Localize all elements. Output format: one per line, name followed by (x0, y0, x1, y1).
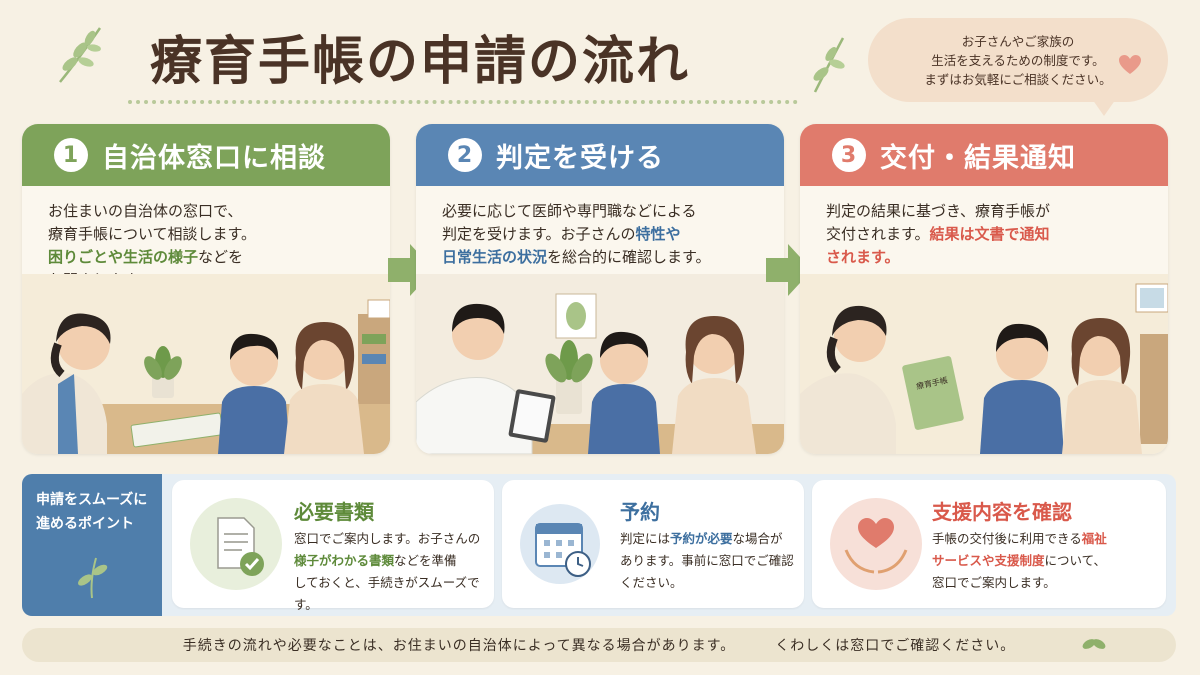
leaf-decoration-icon (813, 37, 845, 93)
text-line: 必要に応じて医師や専門職などによる (442, 202, 697, 220)
text-line: あります。事前に窓口でご確認 (620, 553, 794, 568)
highlight-text: されます。 (826, 248, 900, 266)
highlight-text: 予約が必要 (670, 531, 733, 546)
assessment-illustration (416, 274, 784, 454)
step-card-2: 2 判定を受ける 必要に応じて医師や専門職などによる 判定を受けます。お子さんの… (416, 124, 784, 454)
bubble-line: お子さんやご家族の (961, 33, 1075, 49)
text-line: 申請をスムーズに (36, 492, 148, 508)
step-description: 判定の結果に基づき、療育手帳が 交付されます。結果は文書で通知 されます。 (826, 200, 1152, 269)
text-line: 手帳の交付後に利用できる福祉 (932, 528, 1107, 550)
text-line: 様子がわかる書類などを準備 (294, 550, 494, 572)
highlight-text: 日常生活の状況 (442, 248, 548, 266)
text-fragment: な場合が (732, 531, 783, 546)
handover-illustration: 療育手帳 (800, 274, 1168, 454)
text-fragment: 判定には (620, 531, 671, 546)
text-line: されます。 (826, 246, 1152, 269)
text-fragment: について、 (1044, 553, 1107, 568)
info-bubble: お子さんやご家族の 生活を支えるための制度です。 まずはお気軽にご相談ください。 (868, 18, 1168, 102)
text-fragment: などを準備 (394, 553, 457, 568)
text-line: 窓口でご案内します。お子さんの (294, 531, 481, 546)
step-number: 1 (54, 138, 88, 172)
bubble-tail (1090, 96, 1118, 116)
text-line: 進めるポイント (36, 516, 134, 532)
consultation-illustration (22, 274, 390, 454)
text-line: 交付されます。結果は文書で通知 (826, 223, 1152, 246)
step-header: 1 自治体窓口に相談 (22, 124, 390, 186)
arrow-right-icon (388, 244, 434, 296)
tips-panel: 申請をスムーズに 進めるポイント 必要書類 窓口でご案内します。お子さんの 様子… (22, 474, 1176, 616)
bubble-line: 生活を支えるための制度です。 (931, 52, 1105, 68)
tip-title: 支援内容を確認 (932, 500, 1072, 524)
text-line: お住まいの自治体の窓口で、 (48, 202, 243, 220)
text-line: しておくと、手続きがスムーズです。 (294, 575, 480, 612)
text-line: 日常生活の状況を総合的に確認します。 (442, 246, 768, 269)
text-fragment: 判定を受けます。お子さんの (442, 225, 636, 243)
highlight-text: サービスや支援制度 (932, 553, 1045, 568)
title-divider (128, 100, 798, 104)
tip-title: 必要書類 (294, 500, 374, 524)
tip-card-reservation: 予約 判定には予約が必要な場合が あります。事前に窓口でご確認 ください。 (502, 480, 804, 608)
tip-title: 予約 (620, 500, 660, 524)
text-line: 困りごとや生活の様子などを (48, 246, 374, 269)
tip-body: 手帳の交付後に利用できる福祉 サービスや支援制度について、 窓口でご案内します。 (932, 528, 1107, 594)
step-header: 3 交付・結果通知 (800, 124, 1168, 186)
leaf-decoration-icon (59, 27, 102, 83)
text-line: 判定の結果に基づき、療育手帳が (826, 202, 1050, 220)
step-number: 3 (832, 138, 866, 172)
text-line: ください。 (620, 575, 683, 590)
text-line: 判定には予約が必要な場合が (620, 528, 794, 550)
highlight-text: 困りごとや生活の様子 (48, 248, 199, 266)
highlight-text: 結果は文書で通知 (929, 225, 1050, 243)
bubble-line: まずはお気軽にご相談ください。 (924, 71, 1112, 87)
document-check-icon (190, 498, 282, 590)
step-card-3: 3 交付・結果通知 判定の結果に基づき、療育手帳が 交付されます。結果は文書で通… (800, 124, 1168, 454)
step-title: 交付・結果通知 (880, 142, 1076, 174)
text-fragment: を総合的に確認します。 (547, 248, 711, 266)
step-description: 必要に応じて医師や専門職などによる 判定を受けます。お子さんの特性や 日常生活の… (442, 200, 768, 269)
sprout-icon (1082, 639, 1106, 649)
text-line: サービスや支援制度について、 (932, 550, 1107, 572)
highlight-text: 特性や (635, 225, 681, 243)
calendar-clock-icon (520, 504, 600, 584)
step-number: 2 (448, 138, 482, 172)
text-fragment: などを (198, 248, 244, 266)
step-title: 自治体窓口に相談 (102, 142, 326, 174)
tip-body: 判定には予約が必要な場合が あります。事前に窓口でご確認 ください。 (620, 528, 794, 594)
highlight-text: 福祉 (1081, 531, 1107, 546)
text-fragment: 交付されます。 (826, 225, 930, 243)
tips-label-panel: 申請をスムーズに 進めるポイント (22, 474, 162, 616)
leaf-decoration-icon (78, 557, 108, 599)
tip-body: 窓口でご案内します。お子さんの 様子がわかる書類などを準備 しておくと、手続きが… (294, 528, 494, 616)
page-title: 療育手帳の申請の流れ (150, 31, 691, 92)
hands-heart-icon (830, 498, 922, 590)
highlight-text: 様子がわかる書類 (294, 553, 395, 568)
text-line: 窓口でご案内します。 (932, 575, 1056, 590)
footer-text: 手続きの流れや必要なことは、お住まいの自治体によって異なる場合があります。 (182, 638, 736, 654)
tip-card-documents: 必要書類 窓口でご案内します。お子さんの 様子がわかる書類などを準備 しておくと… (172, 480, 494, 612)
text-line: 判定を受けます。お子さんの特性や (442, 223, 768, 246)
text-line: 療育手帳について相談します。 (48, 225, 257, 243)
arrow-right-icon (766, 244, 812, 296)
heart-icon (1119, 55, 1141, 74)
tips-label: 申請をスムーズに 進めるポイント (36, 488, 156, 536)
footer-text: くわしくは窓口でご確認ください。 (775, 638, 1016, 654)
step-title: 判定を受ける (496, 142, 664, 174)
step-card-1: 1 自治体窓口に相談 お住まいの自治体の窓口で、 療育手帳について相談します。 … (22, 124, 390, 454)
step-header: 2 判定を受ける (416, 124, 784, 186)
text-fragment: 手帳の交付後に利用できる (932, 531, 1082, 546)
tip-card-support: 支援内容を確認 手帳の交付後に利用できる福祉 サービスや支援制度について、 窓口… (812, 480, 1166, 608)
footer-note: 手続きの流れや必要なことは、お住まいの自治体によって異なる場合があります。 くわ… (22, 628, 1176, 662)
